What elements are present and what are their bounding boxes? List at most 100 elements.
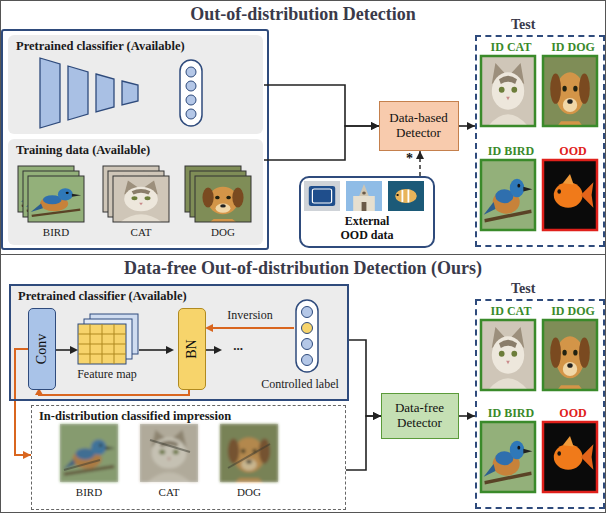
ood-data-box: External OOD data (299, 176, 435, 248)
image-caption: DOG (211, 226, 235, 239)
test-image: ID BIRD (481, 407, 541, 505)
arrow-label: Inversion (227, 309, 272, 323)
test-images (543, 422, 597, 492)
box-label: Data-free Detector (386, 401, 453, 431)
arrow-head (416, 151, 424, 159)
image-stack (195, 176, 251, 222)
network-layers (68, 66, 88, 120)
test-image: ID DOG (543, 305, 603, 403)
test-images (543, 422, 597, 492)
forward-arrows (70, 346, 78, 354)
test-images (543, 160, 597, 230)
image-label: ID CAT (481, 305, 541, 319)
image-label: OOD (543, 145, 603, 159)
impression-images (140, 424, 198, 482)
arrow-head (467, 412, 475, 420)
arrow-head (371, 122, 379, 130)
image-label: ID BIRD (481, 145, 541, 159)
arrow-head (371, 122, 379, 130)
test-images (543, 320, 597, 390)
box-heading: In-distribution classified impression (39, 409, 231, 423)
box-heading: Test (511, 281, 535, 297)
test-images (481, 320, 535, 390)
box-heading: Pretrained classifier (Available) (16, 39, 185, 53)
image-label: ID BIRD (481, 407, 541, 421)
feature-map (78, 314, 138, 364)
box-heading: Pretrained classifier (Available) (18, 289, 187, 303)
test-images (481, 422, 535, 492)
test-image: ID CAT (481, 305, 541, 403)
test-images (543, 56, 597, 126)
image-label: ID CAT (481, 41, 541, 55)
layer-label: BN (184, 339, 200, 358)
detector-box: Data-based Detector (379, 101, 459, 151)
inversion-arrows (39, 388, 189, 395)
image-caption: DOG (237, 486, 261, 499)
network-layers (40, 58, 138, 128)
image-stack (113, 176, 169, 222)
ood-sample-images (388, 181, 424, 211)
bn-layer: BN (178, 308, 206, 390)
classifier-fill (9, 284, 347, 399)
test-image: ID CAT (481, 41, 541, 139)
controlled-label-neurons (302, 323, 313, 334)
available-frame (2, 30, 268, 249)
image-caption: BIRD (43, 226, 69, 239)
controlled-label-neurons (302, 339, 313, 350)
controlled-label-neurons (296, 300, 318, 372)
connector-arrow (416, 151, 424, 176)
inversion-arrows (205, 324, 213, 332)
box-label: Data-based Detector (384, 111, 453, 141)
impression-images (60, 424, 118, 482)
figure-label: Controlled label (261, 378, 339, 392)
test-images (481, 56, 535, 126)
network-layers (122, 81, 138, 105)
forward-arrows (166, 346, 174, 354)
box-label: External OOD data (331, 215, 403, 243)
panel-title: Data-free Out-of-distribution Detection … (1, 258, 605, 279)
arrow-head (373, 412, 381, 420)
test-box: TestID CATID DOGID BIRDOOD (475, 299, 605, 509)
image-label: ID DOG (543, 305, 603, 319)
connector-arrow (264, 85, 379, 130)
layer-label: Conv (34, 334, 50, 364)
test-images (543, 56, 597, 126)
image-stack (195, 176, 251, 222)
forward-arrows (214, 346, 222, 354)
ood-sample-images (304, 181, 424, 211)
impression-images (220, 424, 278, 482)
impression-images (60, 424, 118, 482)
network-layers (96, 74, 114, 112)
output-neurons (186, 109, 196, 119)
test-images (481, 160, 535, 230)
image-stack (185, 166, 251, 222)
panel: Out-of-distribution DetectionPretrained … (0, 0, 606, 255)
impression-images (60, 424, 118, 482)
controlled-label-neurons (302, 307, 313, 318)
connector-arrow (264, 122, 379, 160)
inversion-arrows (35, 324, 294, 395)
output-neurons (186, 95, 196, 105)
connector-line (346, 416, 381, 470)
connector-arrow (459, 412, 475, 420)
connector-arrow (459, 122, 475, 130)
test-images (481, 422, 535, 492)
connector-line (349, 340, 381, 416)
inversion-arrows (212, 327, 294, 329)
test-image: OOD (543, 145, 603, 243)
connector-line (264, 85, 379, 126)
impression-images (220, 424, 278, 482)
impression-images (60, 424, 278, 482)
test-image: ID DOG (543, 41, 603, 139)
image-stack (28, 176, 84, 222)
test-images (481, 320, 535, 390)
forward-arrows (139, 349, 168, 351)
test-images (543, 160, 597, 230)
figure-label: Feature map (77, 368, 137, 382)
image-caption: BIRD (76, 486, 102, 499)
ood-sample-images (346, 181, 382, 211)
arrow-head (23, 451, 31, 459)
feature-map (78, 324, 126, 364)
